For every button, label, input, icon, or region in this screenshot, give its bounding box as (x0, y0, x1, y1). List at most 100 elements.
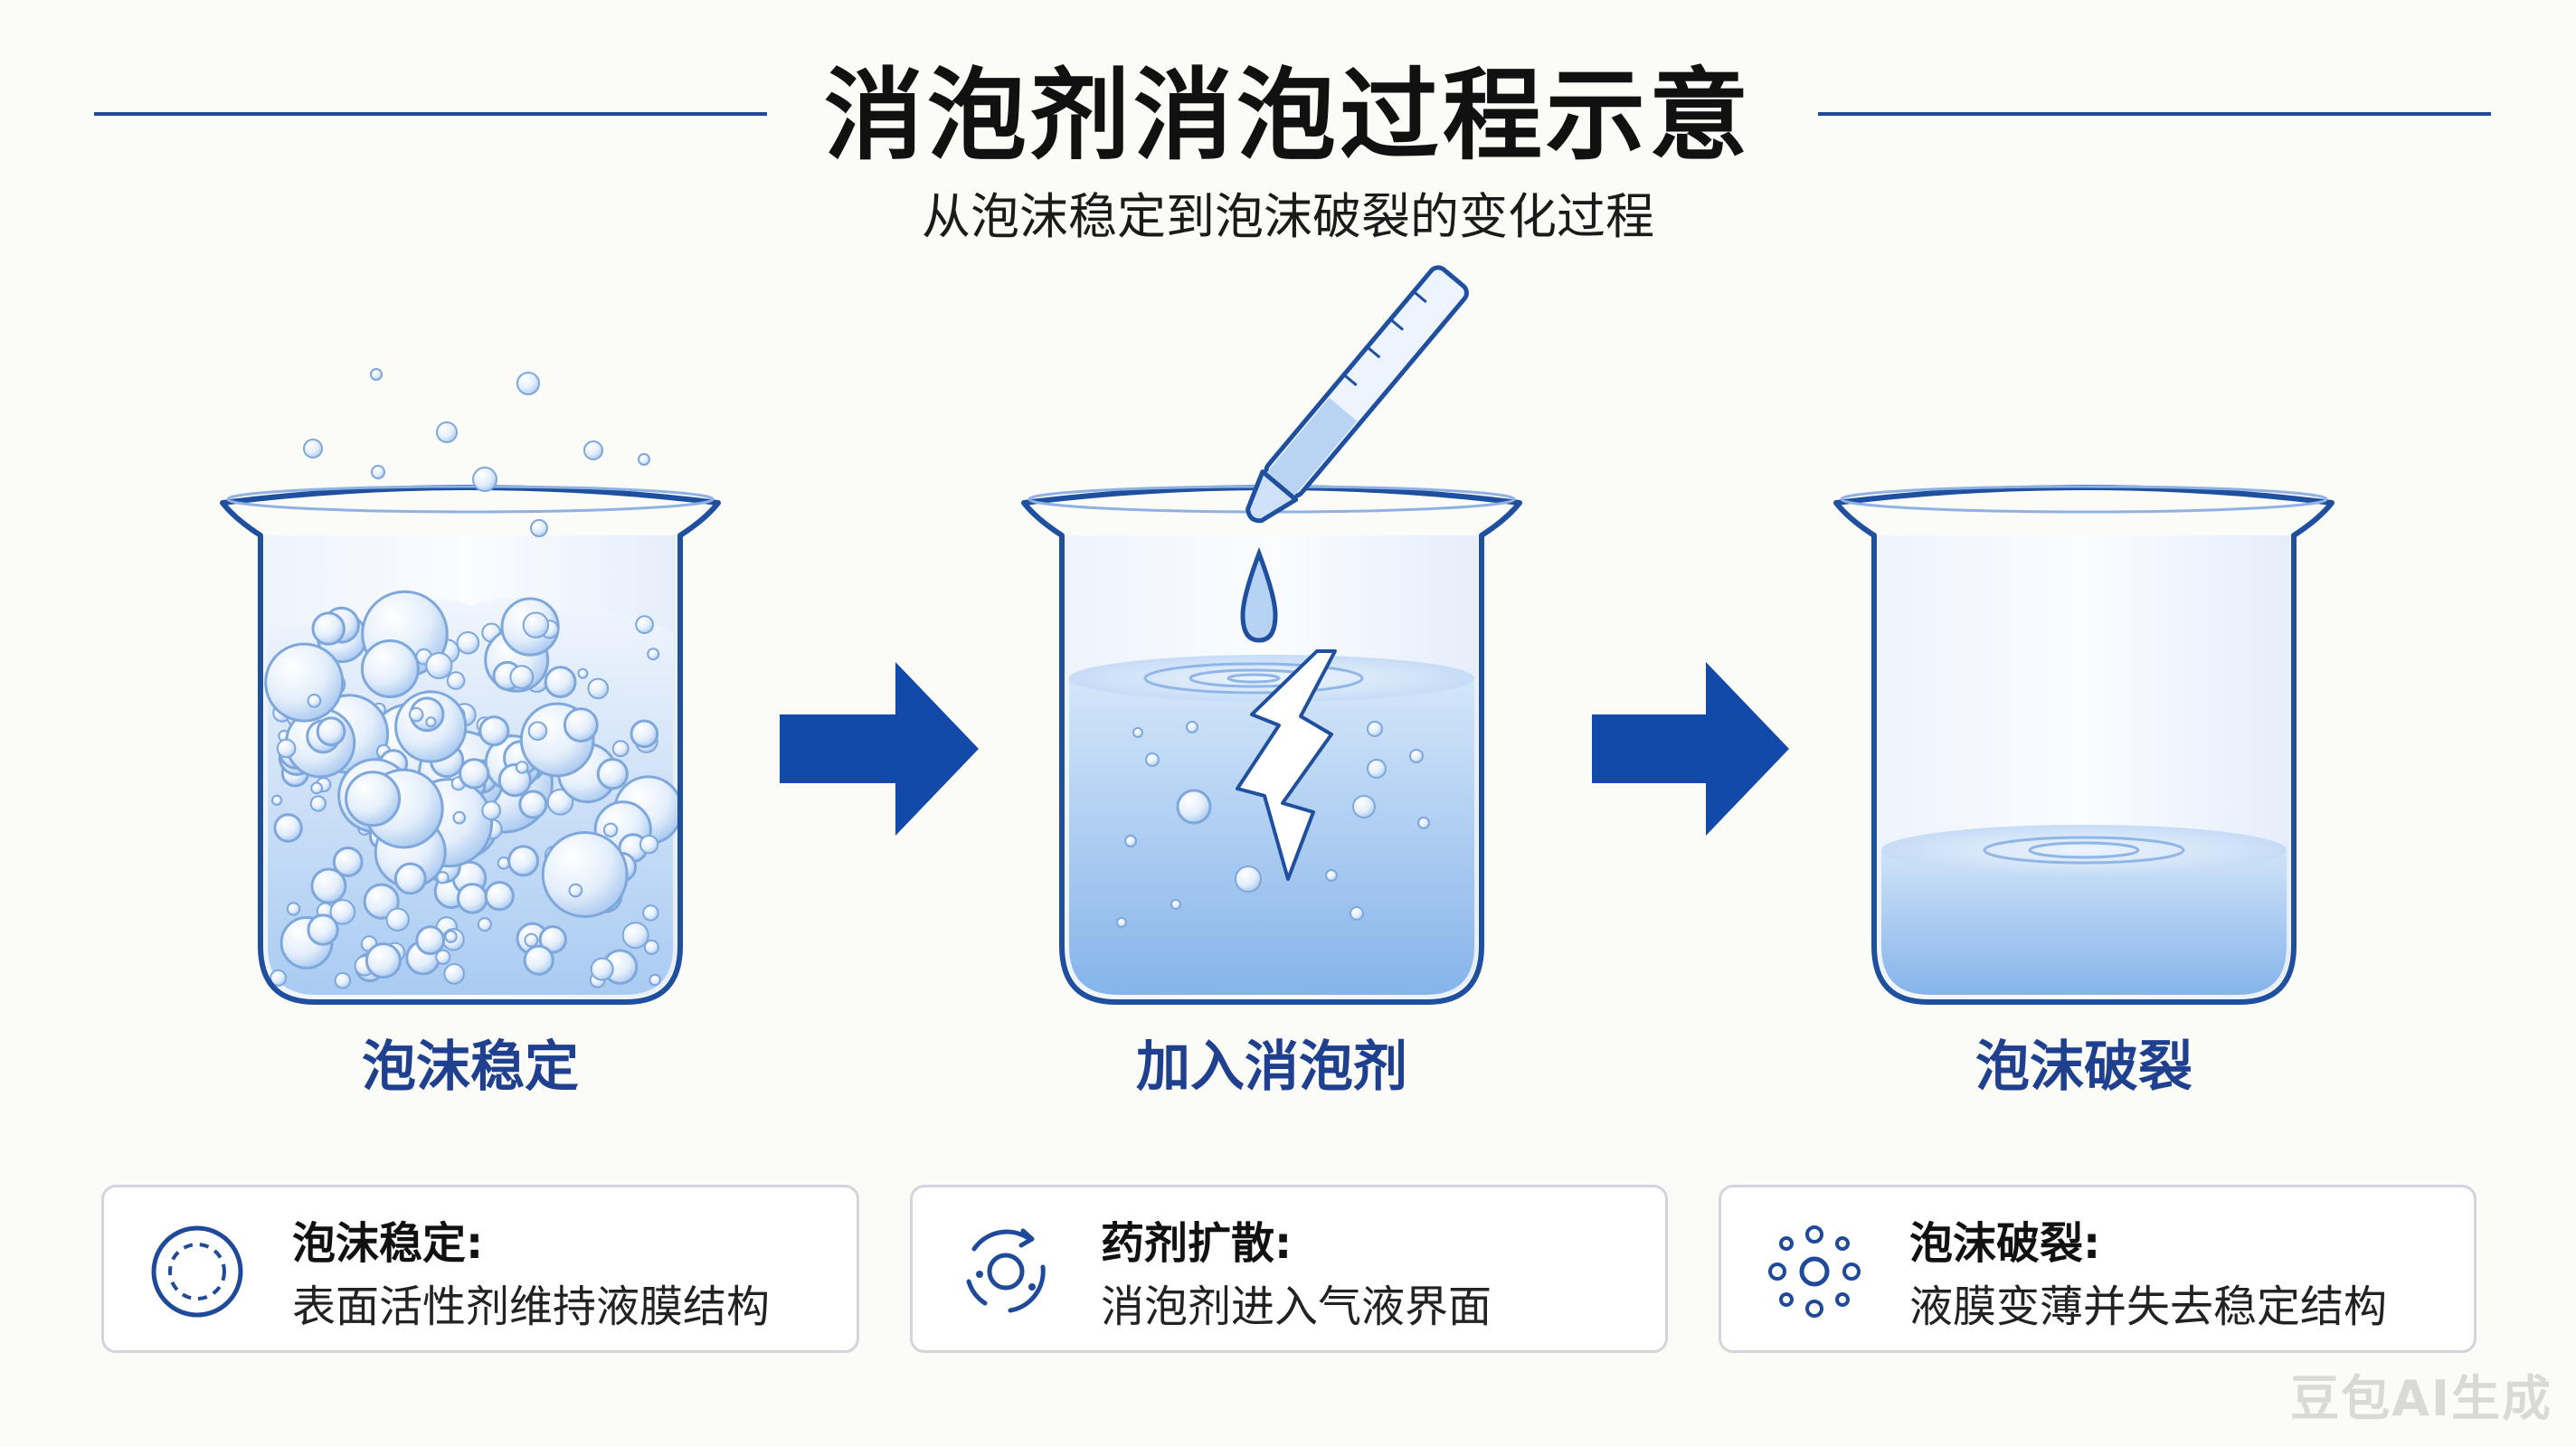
rising-bubbles (303, 368, 650, 537)
bubble (568, 883, 583, 898)
info-card-broken: 泡沫破裂: 液膜变薄并失去稳定结构 (1719, 1185, 2477, 1353)
page-subtitle: 从泡沫稳定到泡沫破裂的变化过程 (922, 188, 1654, 245)
bubble (587, 677, 610, 700)
bubble (643, 939, 659, 955)
bubble (523, 944, 554, 976)
info-card-stable: 泡沫稳定: 表面活性剂维持液膜结构 (101, 1185, 859, 1353)
beaker-foam-broken (1833, 485, 2334, 1005)
bubble (563, 707, 599, 742)
bubble (484, 881, 515, 912)
bubble (638, 453, 650, 466)
bubble (515, 761, 529, 774)
bubble (1367, 721, 1383, 737)
diffusion-icon (966, 1228, 1046, 1313)
bubble (264, 642, 345, 723)
beaker-stable-foam (220, 485, 721, 1005)
bubble (273, 813, 303, 843)
defoamer-drop (1240, 546, 1278, 643)
bubble (509, 665, 535, 689)
bubble (393, 862, 427, 895)
bubble (1350, 906, 1364, 921)
bubble (1170, 899, 1181, 910)
foam-bubbles (264, 590, 684, 989)
bubble (649, 973, 662, 987)
bubble (516, 372, 540, 395)
bubble (425, 652, 453, 679)
bubble (1186, 721, 1198, 733)
scatter-bubbles-icon (1768, 1225, 1861, 1318)
bubble (332, 846, 364, 877)
card-description: 表面活性剂维持液膜结构 (292, 1281, 771, 1332)
bubble (1132, 727, 1143, 738)
bubble (611, 740, 630, 758)
bubble (334, 971, 352, 989)
bubble (408, 706, 424, 723)
bubble (635, 615, 654, 635)
stage-label-adding: 加入消泡剂 (1136, 1036, 1407, 1099)
card-title: 药剂扩散: (1101, 1218, 1293, 1269)
bubble (307, 913, 339, 946)
card-title: 泡沫破裂: (1909, 1218, 2101, 1269)
bubble (538, 925, 567, 954)
beaker-adding-defoamer (1021, 485, 1522, 1005)
bubble (530, 519, 548, 537)
bubble (316, 716, 346, 747)
bubble (329, 899, 356, 925)
bubble (1124, 835, 1137, 847)
bubble (602, 822, 619, 837)
bubble (642, 904, 659, 922)
bubble (436, 421, 458, 443)
title-rule-right (1818, 112, 2491, 116)
bubble (527, 721, 548, 742)
bubble (370, 368, 383, 381)
bubble (577, 667, 589, 679)
bubble (310, 781, 324, 795)
bubble (546, 789, 574, 816)
bubble (309, 795, 327, 812)
bubble (472, 467, 497, 492)
stage-label-stable: 泡沫稳定 (362, 1036, 579, 1099)
card-description: 消泡剂进入气液界面 (1101, 1281, 1492, 1332)
bubble (647, 648, 660, 661)
liquid-bubbles (1116, 721, 1430, 928)
bubble (443, 963, 466, 985)
bubble (371, 465, 385, 479)
bubble (477, 917, 492, 932)
bubble (271, 794, 283, 807)
watermark: 豆包AI生成 (2290, 1370, 2552, 1427)
arrow-1 (780, 662, 979, 836)
bubble (590, 957, 614, 981)
bubble (522, 611, 550, 638)
bubble (1116, 917, 1127, 928)
bubble (456, 631, 480, 655)
title-rule-left (94, 112, 767, 116)
bubble (1367, 759, 1387, 779)
bubble (481, 800, 502, 821)
dashed-circle-icon (151, 1225, 243, 1318)
page-title: 消泡剂消泡过程示意 (824, 58, 1752, 174)
bubble (286, 902, 301, 916)
bubble (1235, 865, 1262, 893)
bubble (310, 867, 347, 904)
bubble (1409, 749, 1424, 763)
bubble (270, 969, 288, 987)
bubble (1176, 789, 1212, 825)
bubble (360, 639, 420, 698)
stage-label-broken: 泡沫破裂 (1975, 1036, 2192, 1099)
bubble (478, 715, 510, 747)
bubble (303, 439, 323, 459)
bubble (630, 719, 659, 749)
dropper (1245, 265, 1469, 524)
bubble (425, 716, 437, 728)
bubble (507, 845, 540, 877)
info-card-diffusion: 药剂扩散: 消泡剂进入气液界面 (910, 1185, 1668, 1353)
card-title: 泡沫稳定: (292, 1218, 484, 1269)
bubble (639, 835, 659, 855)
bubble (1145, 752, 1160, 767)
bubble (276, 738, 297, 759)
bubble (385, 907, 410, 932)
card-description: 液膜变薄并失去稳定结构 (1909, 1281, 2388, 1332)
bubble (456, 883, 488, 914)
bubble (544, 666, 577, 698)
